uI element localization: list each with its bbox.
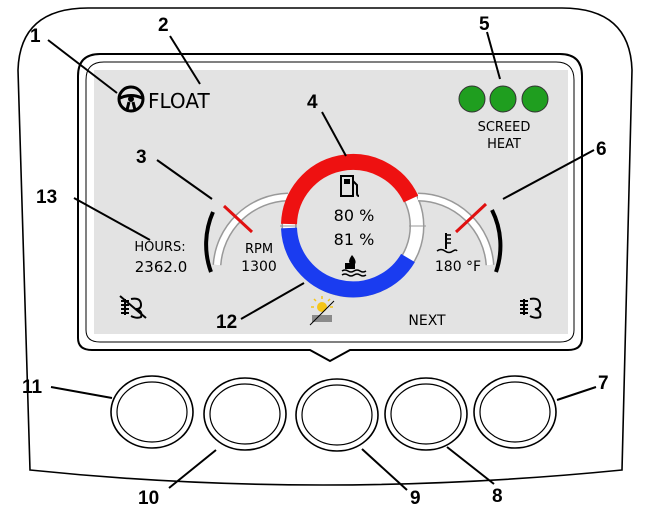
coolant-needle [454,202,488,234]
callout-3: 3 [136,147,147,168]
rpm-value: 1300 [241,259,277,275]
callout-4: 4 [307,92,318,113]
screed-heat-label-line2: HEAT [487,137,521,152]
callout-11: 11 [22,377,43,398]
mode-label: FLOAT [148,89,210,113]
steering-wheel-icon [117,85,145,113]
def-level-arc [281,227,415,298]
rpm-label: RPM [245,242,273,257]
callout-leaders [47,31,597,491]
brightness-icon [309,296,335,326]
rpm-needle [222,204,254,234]
callout-1: 1 [30,26,41,47]
button-7[interactable] [473,375,557,449]
screed-heat-light-3 [521,85,549,113]
callout-9: 9 [410,488,421,509]
coolant-gauge [417,192,503,273]
coolant-temp-icon [436,233,458,254]
button-11[interactable] [110,375,194,449]
callout-7: 7 [598,373,609,394]
rpm-gauge [204,192,289,273]
callout-10: 10 [138,488,159,509]
callout-8: 8 [492,486,503,507]
fuel-def-gauge [280,153,426,298]
def-percent: 81 % [334,230,375,249]
coolant-temp-value: 180 °F [435,259,481,275]
screed-heat-light-2 [489,85,517,113]
button-8[interactable] [384,377,468,451]
callout-13: 13 [36,187,57,208]
button-10[interactable] [203,377,287,451]
fuel-level-arc [281,153,419,225]
hours-label: HOURS: [134,240,185,255]
regen-disable-icon [119,295,147,319]
screed-heat-label-line1: SCREED [478,120,531,135]
def-fluid-icon [341,255,367,277]
hours-value: 2362.0 [135,258,188,276]
button-9[interactable] [295,378,379,452]
fuel-percent: 80 % [334,206,375,225]
next-label: NEXT [408,313,446,329]
screed-heat-light-1 [458,85,486,113]
callout-2: 2 [158,15,169,36]
fuel-pump-icon [340,175,360,197]
callout-5: 5 [479,14,490,35]
callout-12: 12 [216,312,237,333]
callout-6: 6 [596,139,607,160]
regen-icon [520,297,542,319]
